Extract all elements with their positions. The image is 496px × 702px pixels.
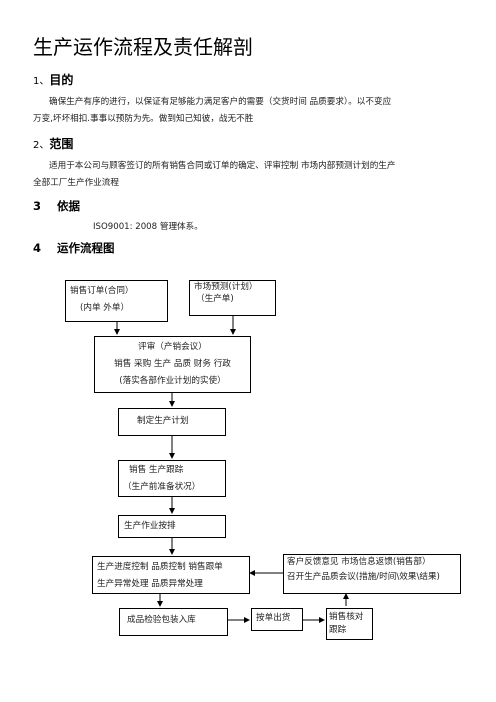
- sales-order-line2: (内单 外单）: [80, 303, 130, 313]
- box-production-control: 生产进度控制 品质控制 销售跟单 生产异常处理 品质异常处理: [92, 556, 250, 594]
- sales-order-line1: 销售订单(合同）: [70, 286, 134, 296]
- section-1-number: 1、: [33, 76, 50, 87]
- box-sales-production-tracking: 销售 生产跟踪 （生产前准备状况）: [118, 460, 226, 497]
- page-title: 生产运作流程及责任解剖: [33, 35, 253, 59]
- feedback-line1: 客户反馈意见 市场信息返馈(销售部）: [287, 557, 431, 567]
- review-line3: (落实各部作业计划的实使）: [119, 376, 226, 386]
- tracking-line2: （生产前准备状况）: [123, 482, 201, 492]
- section-2-heading: 2、范围: [33, 136, 73, 154]
- control-line2: 生产异常处理 品质异常处理: [97, 579, 203, 589]
- box-production-plan: 制定生产计划: [118, 408, 226, 436]
- box-sales-order: 销售订单(合同） (内单 外单）: [65, 280, 168, 322]
- control-line1: 生产进度控制 品质控制 销售跟单: [97, 562, 223, 572]
- section-3-text: ISO9001: 2008 管理体系。: [93, 222, 203, 232]
- section-2-text-line1: 适用于本公司与顾客签订的所有销售合同或订单的确定、评审控制 市场内部预测计划的生…: [49, 161, 396, 171]
- box-production-scheduling: 生产作业按排: [118, 515, 226, 538]
- market-forecast-line1: 市场预测(计划）: [194, 282, 258, 292]
- verify-line1: 销售核对: [329, 612, 364, 622]
- section-3-heading: 3 依据: [33, 198, 80, 214]
- production-scheduling-label: 生产作业按排: [124, 521, 176, 531]
- section-1-heading: 1、目的: [33, 72, 73, 90]
- section-2-number: 2、: [33, 140, 50, 151]
- inspection-label: 成品检验包装入库: [127, 615, 196, 625]
- section-4-title: 运作流程图: [57, 241, 115, 255]
- section-4-heading: 4 运作流程图: [33, 240, 115, 256]
- section-1-text-line1: 确保生产有序的进行，以保证有足够能力满足客户的需要（交货时间 品质要求）。以不变…: [49, 97, 392, 107]
- section-1-title: 目的: [49, 73, 74, 87]
- review-line1: 评审（产销会议）: [138, 342, 207, 352]
- verify-line2: 跟踪: [329, 625, 347, 635]
- section-3-number: 3: [33, 199, 42, 213]
- box-inspection-storage: 成品检验包装入库: [119, 608, 228, 636]
- section-4-number: 4: [33, 241, 42, 255]
- box-customer-feedback: 客户反馈意见 市场信息返馈(销售部） 召开生产品质会议(措施/时间\效果\结果): [283, 554, 461, 594]
- feedback-line2: 召开生产品质会议(措施/时间\效果\结果): [287, 572, 440, 582]
- market-forecast-line2: （生产单): [196, 294, 234, 304]
- section-2-title: 范围: [49, 137, 74, 151]
- box-market-forecast: 市场预测(计划） （生产单): [189, 280, 276, 316]
- tracking-line1: 销售 生产跟踪: [129, 465, 184, 475]
- section-1-text-line2: 万变,坏坏相扣.事事以预防为先。做到知己知彼，战无不胜: [33, 114, 254, 124]
- box-shipping: 按单出货: [251, 608, 303, 631]
- section-2-text-line2: 全部工厂生产作业流程: [33, 178, 119, 188]
- shipping-label: 按单出货: [256, 613, 291, 623]
- production-plan-label: 制定生产计划: [137, 416, 189, 426]
- box-sales-verification: 销售核对 跟踪: [326, 608, 373, 640]
- box-review-meeting: 评审（产销会议） 销售 采购 生产 品质 财务 行政 (落实各部作业计划的实使）: [94, 336, 251, 393]
- section-3-title: 依据: [57, 199, 81, 213]
- review-line2: 销售 采购 生产 品质 财务 行政: [114, 359, 231, 369]
